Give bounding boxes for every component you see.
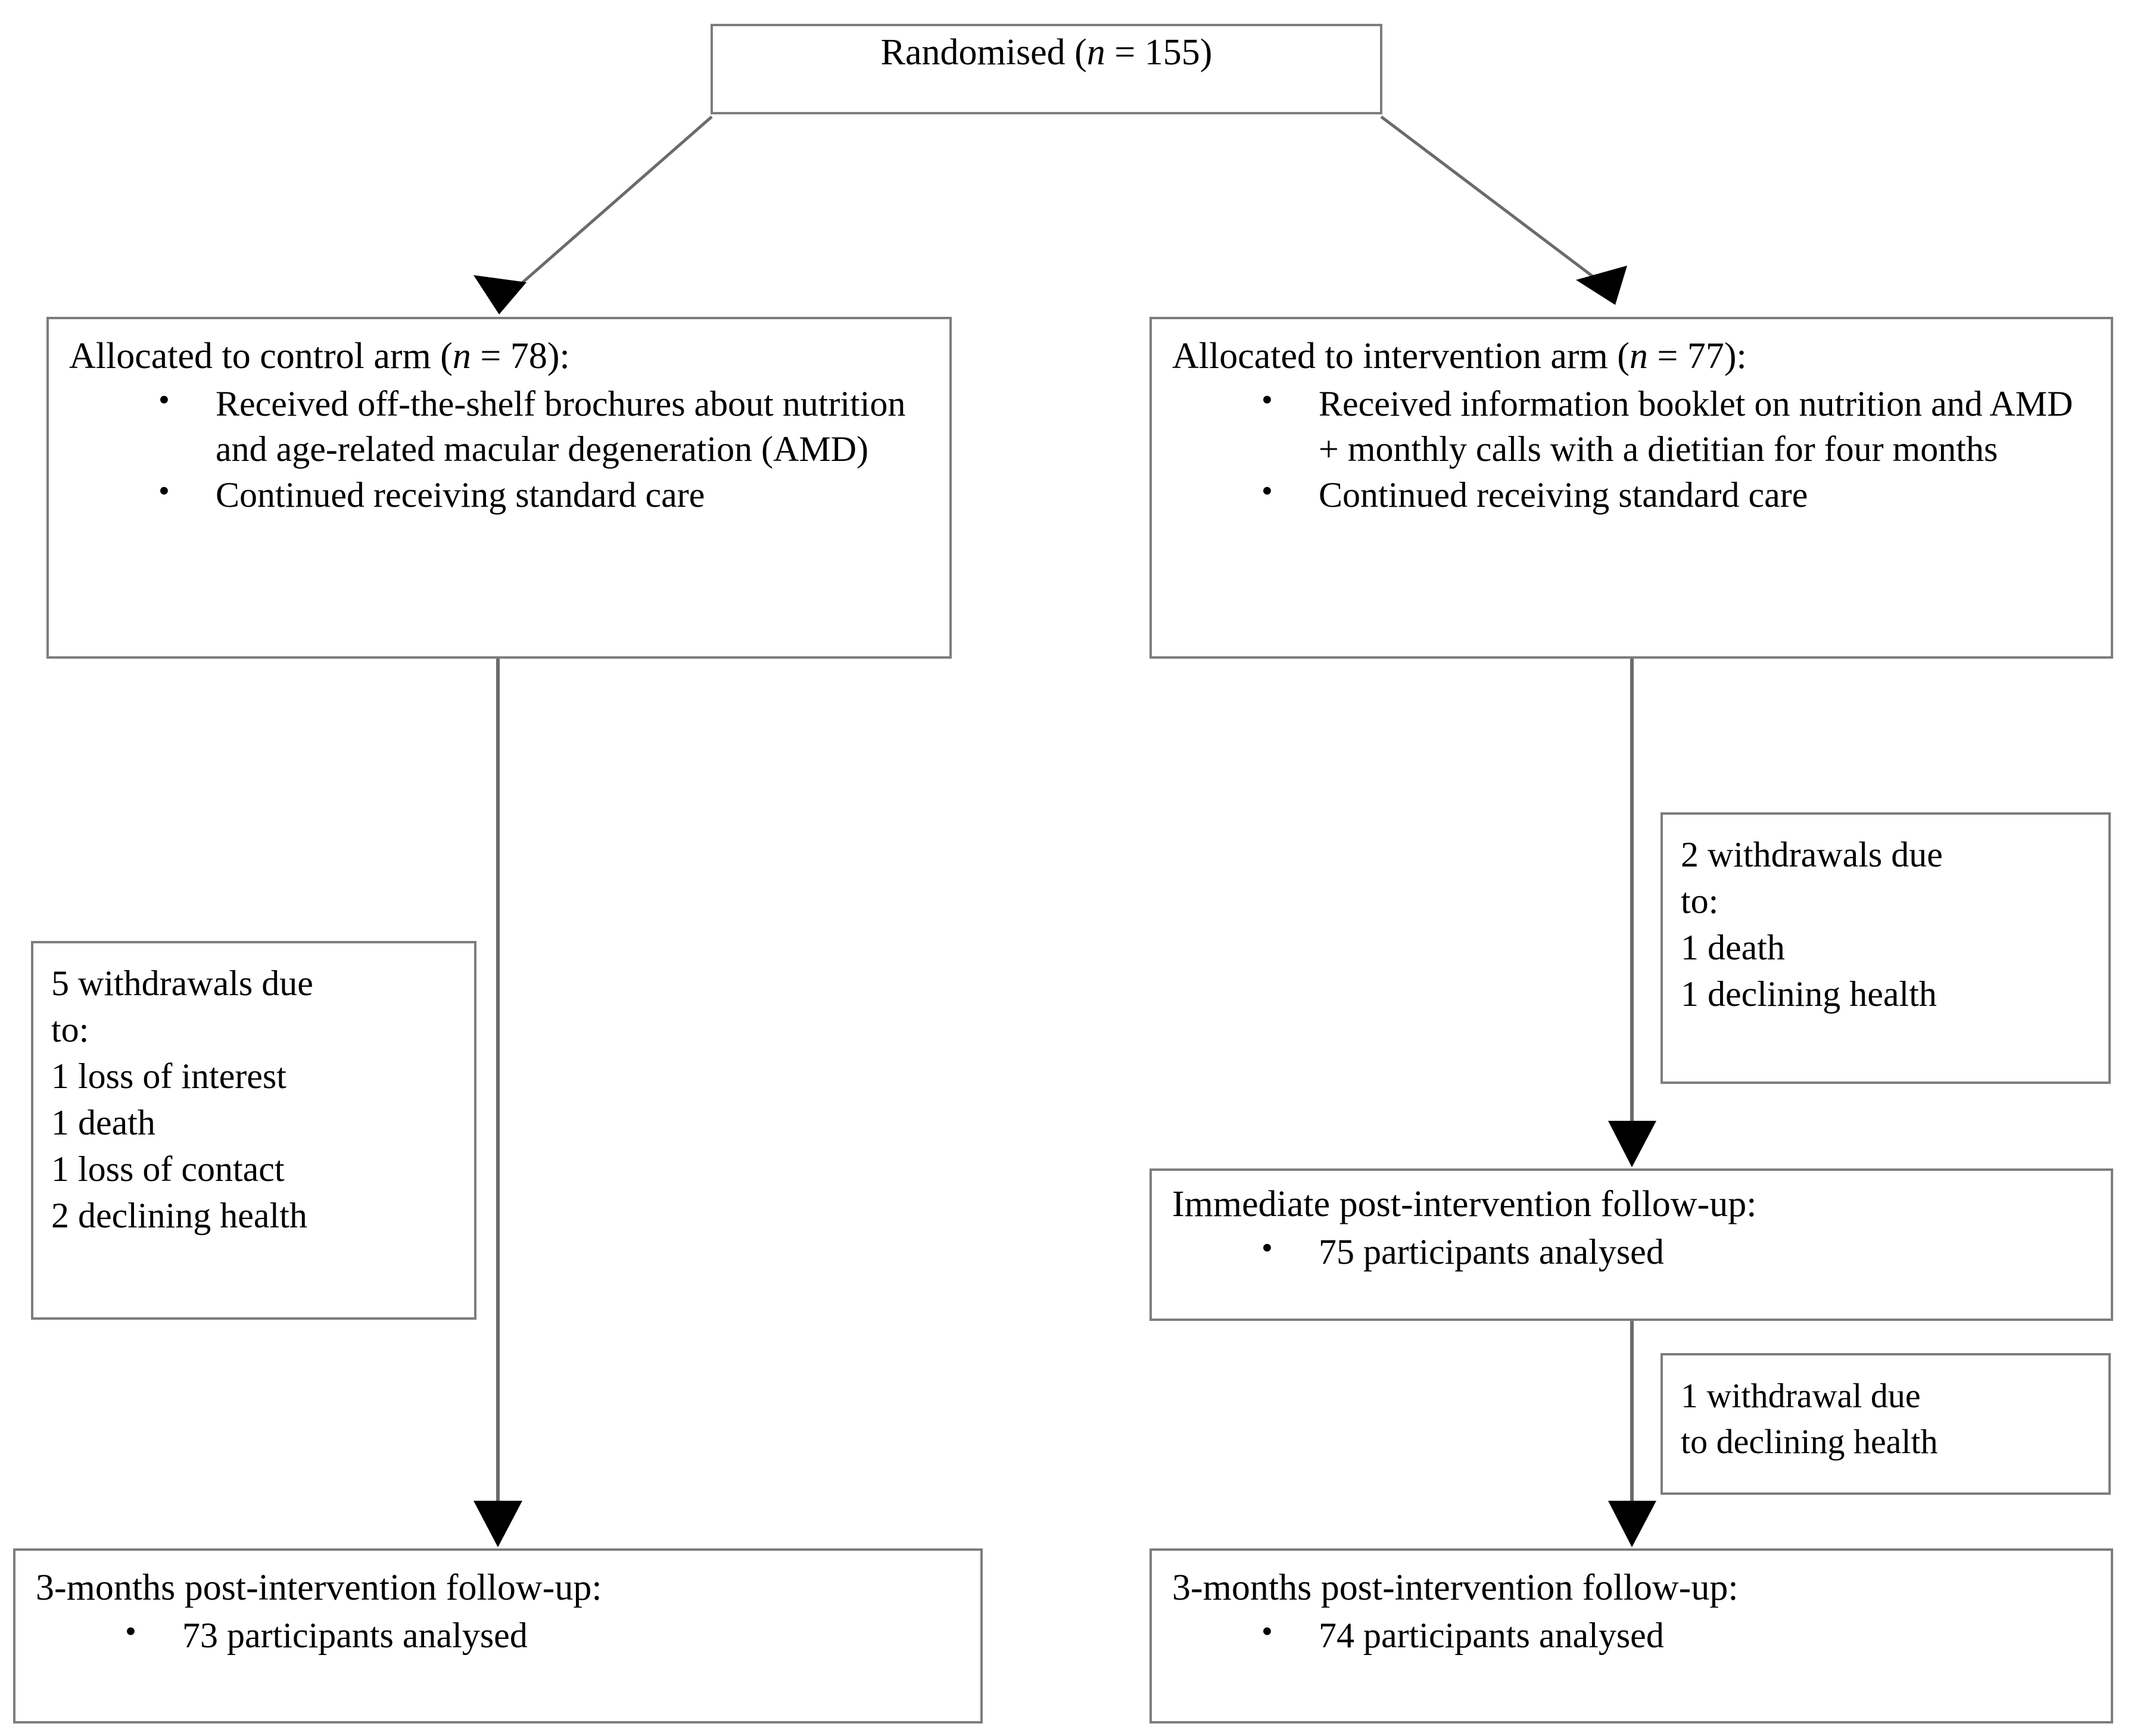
arrowhead-to-control: [473, 275, 527, 314]
withdrawal-line: 1 withdrawal due: [1681, 1376, 1921, 1415]
control-followup-bullet-list: 73 participants analysed: [36, 1611, 962, 1659]
arrowhead-to-intervention: [1576, 266, 1627, 305]
arrowhead-intervention-immediate: [1608, 1121, 1656, 1167]
node-control-followup-3months: 3-months post-intervention follow-up: 73…: [13, 1548, 983, 1723]
node-randomised-title: Randomised (n = 155): [713, 26, 1380, 74]
list-item: 75 participants analysed: [1261, 1227, 2093, 1275]
intervention-followup-bullet-list: 74 participants analysed: [1172, 1611, 2093, 1659]
withdrawal-line: 2 declining health: [51, 1196, 307, 1235]
connector-randomised-to-intervention: [1380, 116, 1608, 288]
withdrawal-line: 5 withdrawals due: [51, 964, 313, 1003]
control-title-prefix: Allocated to control arm (: [69, 336, 453, 376]
withdrawal-line: 1 loss of contact: [51, 1149, 285, 1189]
withdrawal-line: to:: [1681, 881, 1719, 921]
node-intervention-withdrawals: 2 withdrawals due to: 1 death 1 declinin…: [1661, 812, 2111, 1084]
node-intervention-followup-3months: 3-months post-intervention follow-up: 74…: [1149, 1548, 2113, 1723]
withdrawal-line: 1 death: [1681, 928, 1785, 967]
withdrawal-line: 1 death: [51, 1103, 155, 1142]
intervention-title-suffix: = 77):: [1647, 336, 1747, 376]
node-control-arm: Allocated to control arm (n = 78): Recei…: [46, 317, 952, 659]
node-control-withdrawals: 5 withdrawals due to: 1 loss of interest…: [31, 941, 476, 1320]
list-item: 73 participants analysed: [125, 1611, 962, 1659]
node-randomised: Randomised (n = 155): [711, 24, 1382, 114]
node-immediate-followup: Immediate post-intervention follow-up: 7…: [1149, 1168, 2113, 1321]
intervention-n-symbol: n: [1629, 336, 1648, 376]
list-item: Received off-the-shelf brochures about n…: [158, 379, 932, 472]
withdrawal-line: to declining health: [1681, 1422, 1938, 1461]
node-intervention-arm: Allocated to intervention arm (n = 77): …: [1149, 317, 2113, 659]
randomised-title-suffix: = 155): [1105, 32, 1213, 73]
randomised-title-prefix: Randomised (: [880, 32, 1087, 73]
withdrawal-line: 2 withdrawals due: [1681, 835, 1943, 874]
withdrawal-line: to:: [51, 1010, 89, 1049]
arrowhead-control-followup: [473, 1501, 522, 1547]
list-item: Received information booklet on nutritio…: [1261, 379, 2093, 472]
intervention-arm-title: Allocated to intervention arm (n = 77):: [1172, 335, 2093, 378]
intervention-followup-title: 3-months post-intervention follow-up:: [1172, 1567, 1739, 1608]
connector-randomised-to-control: [504, 116, 713, 299]
arrowhead-immediate-followup: [1608, 1501, 1656, 1547]
control-n-symbol: n: [452, 336, 471, 376]
control-arm-title: Allocated to control arm (n = 78):: [69, 335, 932, 378]
list-item: Continued receiving standard care: [158, 470, 932, 518]
intervention-title-prefix: Allocated to intervention arm (: [1172, 336, 1630, 376]
immediate-followup-bullet-list: 75 participants analysed: [1172, 1227, 2093, 1275]
list-item: Continued receiving standard care: [1261, 470, 2093, 518]
control-followup-title: 3-months post-intervention follow-up:: [36, 1567, 602, 1608]
control-title-suffix: = 78):: [471, 336, 570, 376]
node-intervention-withdrawal-second: 1 withdrawal due to declining health: [1661, 1353, 2111, 1495]
withdrawal-line: 1 loss of interest: [51, 1056, 286, 1096]
withdrawal-line: 1 declining health: [1681, 974, 1937, 1014]
list-item: 74 participants analysed: [1261, 1611, 2093, 1659]
randomised-n-symbol: n: [1086, 32, 1105, 73]
immediate-followup-title: Immediate post-intervention follow-up:: [1172, 1184, 1757, 1224]
control-arm-bullet-list: Received off-the-shelf brochures about n…: [69, 379, 932, 518]
intervention-arm-bullet-list: Received information booklet on nutritio…: [1172, 379, 2093, 518]
